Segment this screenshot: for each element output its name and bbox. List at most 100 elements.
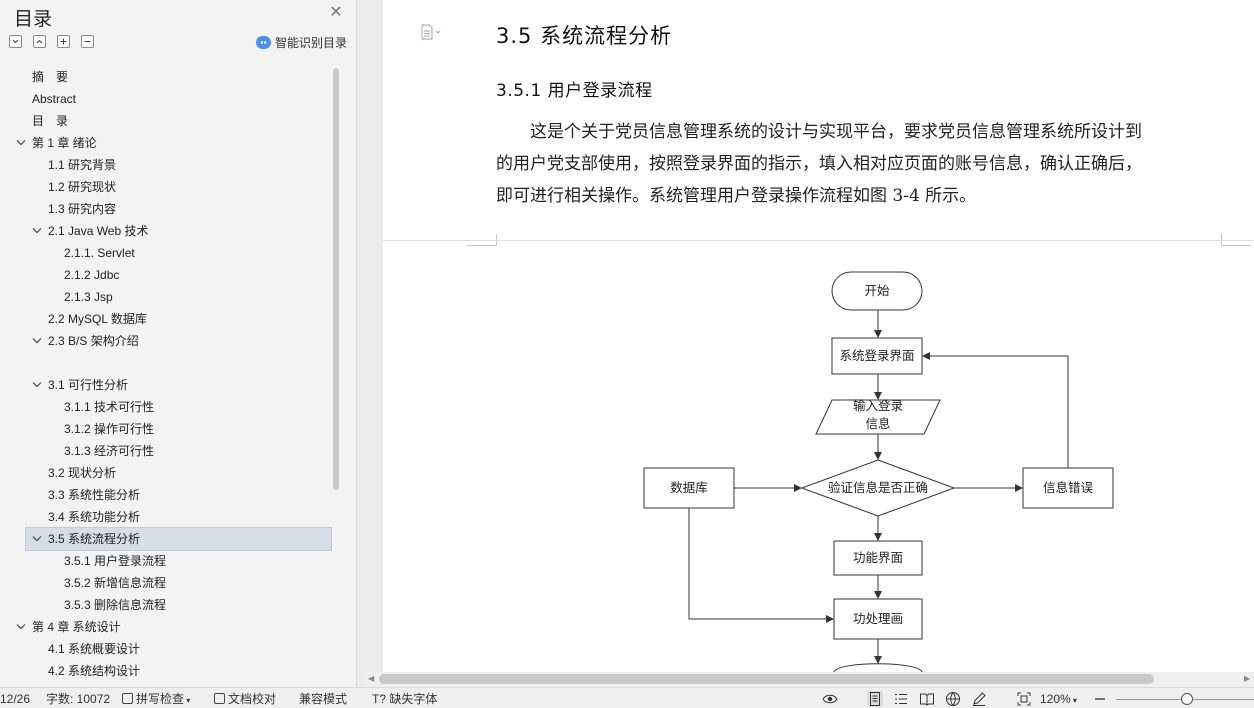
chevron-down-icon[interactable] [16, 623, 26, 631]
word-count[interactable]: 字数: 10072 [46, 692, 111, 706]
subsection-heading: 3.5.1 用户登录流程 [496, 81, 653, 101]
scroll-right-icon[interactable]: ▶ [1244, 674, 1251, 683]
toc-item[interactable]: 1.3 研究内容 [26, 198, 331, 220]
font-question-icon: T? [372, 692, 387, 706]
toc-item-label: 第 1 章 绪论 [32, 136, 97, 150]
toc-item-label: 3.2 现状分析 [48, 466, 117, 480]
sidebar-scrollbar[interactable] [333, 68, 339, 490]
toc-item[interactable]: 4.2 系统结构设计 [26, 660, 331, 682]
toc-item-label: 4.2 系统结构设计 [48, 664, 141, 678]
toc-item[interactable]: 3.4 系统功能分析 [26, 506, 331, 528]
toc-item-label: 2.1 Java Web 技术 [48, 224, 149, 238]
toc-item[interactable]: 1.2 研究现状 [26, 176, 331, 198]
login-ui-label: 系统登录界面 [839, 348, 914, 363]
toc-item[interactable]: 3.5 系统流程分析 [25, 527, 332, 551]
remove-heading-icon[interactable] [81, 35, 94, 48]
web-view-icon[interactable] [945, 691, 961, 707]
toc-item[interactable]: 3.1.2 操作可行性 [26, 418, 331, 440]
scroll-left-icon[interactable]: ◀ [368, 674, 375, 683]
chevron-down-icon[interactable] [32, 227, 42, 235]
document-canvas[interactable]: 3.5 系统流程分析 3.5.1 用户登录流程 这是个关于党员信息管理系统的设计… [383, 0, 1254, 672]
toc-item[interactable]: 2.1.1. Servlet [26, 242, 331, 264]
toc-item-label: 3.5.1 用户登录流程 [64, 554, 167, 568]
page-options-icon[interactable] [420, 24, 442, 40]
chevron-down-icon[interactable] [32, 337, 42, 345]
toc-item-label: 2.2 MySQL 数据库 [48, 312, 147, 326]
add-heading-icon[interactable] [57, 35, 70, 48]
collapse-all-icon[interactable] [33, 35, 46, 48]
page-indicator[interactable]: 12/26 [0, 692, 31, 706]
fit-page-icon[interactable] [1016, 691, 1032, 707]
toc-item[interactable]: 2.1.3 Jsp [26, 286, 331, 308]
process-ui-node [833, 598, 923, 640]
toc-item[interactable]: 4.1 系统概要设计 [26, 638, 331, 660]
toc-item-label: Abstract [32, 92, 77, 106]
toc-item[interactable]: 1.1 研究背景 [26, 154, 331, 176]
doc-proof-button[interactable]: 文档校对 [214, 691, 276, 707]
start-node [831, 271, 923, 311]
expand-all-icon[interactable] [9, 35, 22, 48]
error-node [1022, 467, 1114, 509]
toc-item-label: 3.3 系统性能分析 [48, 488, 141, 502]
verify-label: 验证信息是否正确 [828, 480, 928, 495]
horizontal-scrollbar[interactable]: ◀ ▶ [365, 672, 1254, 687]
compat-mode-label[interactable]: 兼容模式 [299, 692, 348, 706]
toc-item-label: 3.4 系统功能分析 [48, 510, 141, 524]
spell-check-icon [122, 693, 133, 704]
toc-item-label: 目 录 [32, 114, 69, 128]
toc-item[interactable]: 2.2 MySQL 数据库 [26, 308, 331, 330]
body-paragraph-line: 即可进行相关操作。系统管理用户登录操作流程如图 3-4 所示。 [496, 186, 977, 206]
page-view-icon[interactable] [867, 691, 883, 707]
chevron-down-icon[interactable] [32, 381, 42, 389]
toc-item[interactable]: 目 录 [26, 110, 331, 132]
outline-view-icon[interactable] [893, 691, 909, 707]
spell-check-button[interactable]: 拼写检查 ▾ [122, 691, 190, 708]
toc-item-label: 3.1.2 操作可行性 [64, 422, 155, 436]
toc-item[interactable]: 3.1 可行性分析 [26, 374, 331, 396]
toc-item[interactable]: 摘 要 [26, 66, 331, 88]
doc-proof-label: 文档校对 [228, 692, 277, 706]
proofread-icon [214, 693, 225, 704]
database-node [643, 467, 735, 509]
toc-item[interactable]: 3.1.3 经济可行性 [26, 440, 331, 462]
zoom-slider-handle[interactable] [1181, 693, 1193, 705]
toc-item[interactable]: 3.1.1 技术可行性 [26, 396, 331, 418]
toc-item[interactable]: 3.3 系统性能分析 [26, 484, 331, 506]
toc-item[interactable]: 第 1 章 绪论 [16, 132, 331, 154]
scroll-thumb[interactable] [379, 674, 1154, 684]
missing-fonts-button[interactable]: T? 缺失字体 [372, 691, 437, 707]
toc-item-label: 3.1.1 技术可行性 [64, 400, 155, 414]
eye-protect-icon[interactable] [822, 691, 838, 707]
spell-check-label: 拼写检查 [136, 692, 185, 706]
toc-item-label: 3.5.3 删除信息流程 [64, 598, 167, 612]
input-label-2: 信息 [865, 416, 890, 431]
edge-error-login [922, 352, 1069, 468]
toc-item[interactable]: 2.1 Java Web 技术 [26, 220, 331, 242]
read-mode-icon[interactable] [919, 691, 935, 707]
toc-item-label: 3.1.3 经济可行性 [64, 444, 155, 458]
function-ui-label: 功能界面 [853, 550, 903, 565]
chevron-down-icon[interactable] [16, 139, 26, 147]
start-label: 开始 [864, 283, 890, 298]
next-node [833, 663, 923, 672]
toc-item[interactable]: Abstract [26, 88, 331, 110]
toc-item[interactable]: 2.3 B/S 架构介绍 [26, 330, 331, 352]
smart-toc-button[interactable]: 智能识别目录 [256, 34, 347, 50]
sidebar-title: 目录 [14, 9, 53, 30]
toc-item-label: 1.2 研究现状 [48, 180, 117, 194]
toc-item[interactable]: 2.1.2 Jdbc [26, 264, 331, 286]
toc-item[interactable]: 3.5.2 新增信息流程 [26, 572, 331, 594]
toc-item[interactable] [26, 352, 331, 374]
toc-item-label: 2.1.3 Jsp [64, 290, 113, 304]
toc-item-label: 摘 要 [32, 70, 69, 84]
chevron-down-icon[interactable] [32, 535, 42, 543]
toc-item[interactable]: 3.2 现状分析 [26, 462, 331, 484]
toc-item[interactable]: 第 4 章 系统设计 [16, 616, 331, 638]
close-icon[interactable]: ✕ [329, 4, 343, 21]
zoom-out-icon[interactable] [1092, 691, 1108, 707]
toc-item[interactable]: 3.5.1 用户登录流程 [26, 550, 331, 572]
ai-assistant-icon [256, 35, 271, 49]
toc-item[interactable]: 3.5.3 删除信息流程 [26, 594, 331, 616]
write-mode-icon[interactable] [971, 691, 987, 707]
zoom-level[interactable]: 120% ▾ [1040, 691, 1077, 708]
